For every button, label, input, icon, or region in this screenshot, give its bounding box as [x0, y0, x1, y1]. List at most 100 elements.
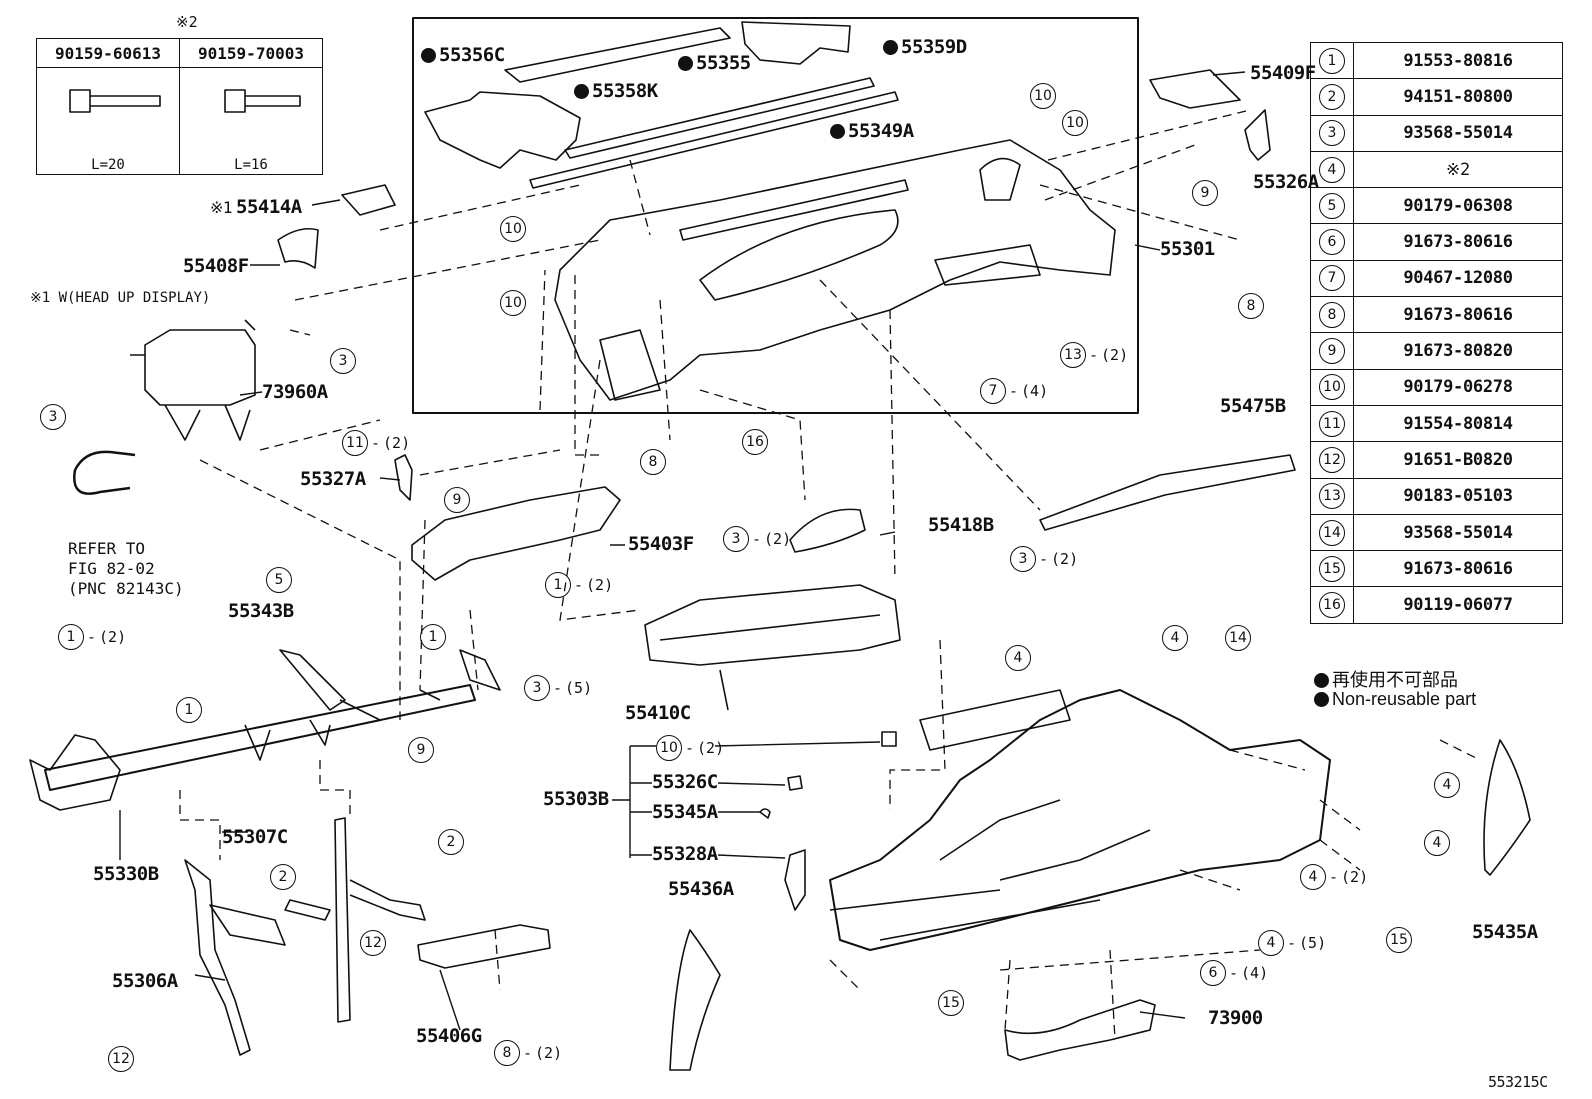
callout-quantity: (2) [1341, 868, 1369, 886]
callout-number: 14 [1225, 625, 1251, 651]
callout-number: 10 [1030, 83, 1056, 109]
callout-quantity: (4) [1241, 964, 1269, 982]
ref-number: 16 [1319, 592, 1345, 619]
callout: 4-(2) [1300, 864, 1368, 890]
callout-number: 15 [1386, 927, 1412, 953]
bracket-55327A [394, 454, 413, 501]
legend-jp: 再使用不可部品 [1314, 666, 1458, 692]
bolt-part-1: 90159-60613 [36, 38, 180, 68]
parts-row-partno: 90467-12080 [1353, 259, 1563, 298]
trim-55436A [669, 929, 721, 1071]
callout: 3-(2) [723, 526, 791, 552]
non-reusable-icon [574, 84, 589, 99]
label-55435A: 55435A [1472, 921, 1538, 943]
label-55475B: 55475B [1220, 395, 1286, 417]
label-55414A-mark: ※1 [210, 198, 233, 217]
label-55345A: 55345A [652, 801, 718, 823]
rail-55475B [1039, 454, 1296, 531]
callout: 2 [270, 864, 296, 890]
callout: 13-(2) [1060, 342, 1128, 368]
parts-row-partno: 93568-55014 [1353, 513, 1563, 552]
callout-number: 10 [500, 216, 526, 242]
callout-quantity: (2) [586, 576, 614, 594]
callout-number: 16 [742, 429, 768, 455]
label-55349A: 55349A [830, 122, 914, 141]
trim-55435A [1483, 739, 1531, 876]
refer-line-3: (PNC 82143C) [68, 579, 184, 598]
callout-number: 10 [656, 735, 682, 761]
harness [73, 450, 136, 495]
label-55349A-text: 55349A [848, 120, 914, 142]
callout: 10 [500, 290, 526, 316]
frame-55303B [829, 689, 1331, 951]
callout: 4 [1434, 772, 1460, 798]
callout: 4 [1005, 645, 1031, 671]
callout-number: 9 [408, 737, 434, 763]
duct-55410C [644, 584, 901, 666]
callout-quantity: (5) [565, 679, 593, 697]
non-reusable-icon [883, 40, 898, 55]
parts-row-partno: 91553-80816 [1353, 41, 1563, 80]
callout-dash: - [523, 1044, 533, 1062]
callout: 7-(4) [980, 378, 1048, 404]
label-55355: 55355 [678, 54, 751, 73]
bolt-length-1: L=20 [91, 157, 125, 173]
callout-number: 11 [342, 430, 368, 456]
callout-quantity: (5) [1299, 934, 1327, 952]
callout-quantity: (2) [383, 434, 411, 452]
callout-dash: - [1089, 346, 1099, 364]
bullet-icon [1314, 692, 1329, 707]
label-55328A: 55328A [652, 843, 718, 865]
callout: 8 [640, 449, 666, 475]
callout-number: 3 [40, 404, 66, 430]
callout: 12 [108, 1046, 134, 1072]
parts-row-partno: 90183-05103 [1353, 477, 1563, 515]
parts-row-number: 3 [1310, 114, 1354, 152]
pad-55359D [741, 21, 851, 65]
parts-row-number: 14 [1310, 513, 1354, 552]
callout-dash: - [1287, 934, 1297, 952]
callout: 9 [1192, 180, 1218, 206]
bullet-icon [1314, 673, 1329, 688]
parts-row-partno: 91673-80616 [1353, 550, 1563, 588]
callout-number: 3 [330, 348, 356, 374]
callout: 10 [500, 216, 526, 242]
label-55355-text: 55355 [696, 52, 751, 74]
callout-number: 13 [1060, 342, 1086, 368]
legend-jp-text: 再使用不可部品 [1332, 670, 1458, 690]
legend-en-text: Non-reusable part [1332, 689, 1477, 709]
label-55330B: 55330B [93, 863, 159, 885]
callout: 15 [1386, 927, 1412, 953]
parts-row-partno: 93568-55014 [1353, 114, 1563, 152]
parts-row: 12 91651-B0820 [1310, 441, 1563, 479]
label-55326A: 55326A [1253, 171, 1319, 193]
label-55418B: 55418B [928, 514, 994, 536]
label-55403F: 55403F [628, 533, 694, 555]
callout-number: 4 [1162, 625, 1188, 651]
callout-number: 4 [1005, 645, 1031, 671]
label-55303B: 55303B [543, 788, 609, 810]
hud-73960A [144, 329, 256, 406]
callout-number: 2 [270, 864, 296, 890]
callout: 2 [438, 829, 464, 855]
ref-number: 7 [1319, 265, 1345, 292]
bolt-table-mark: ※2 [176, 13, 198, 31]
parts-row-partno: 91651-B0820 [1353, 441, 1563, 479]
ref-number: 1 [1319, 47, 1345, 74]
parts-row-number: 16 [1310, 586, 1354, 624]
bolt-table: 90159-60613 90159-70003 L=20 L=16 [36, 38, 323, 175]
parts-row-partno: 91673-80616 [1353, 223, 1563, 261]
parts-row-number: 8 [1310, 296, 1354, 334]
label-55436A: 55436A [668, 878, 734, 900]
callout-dash: - [752, 530, 762, 548]
parts-row: 7 90467-12080 [1310, 259, 1563, 298]
ref-number: 12 [1319, 446, 1345, 473]
label-55359D-text: 55359D [901, 36, 967, 58]
callout-number: 4 [1300, 864, 1326, 890]
callout-number: 1 [58, 624, 84, 650]
